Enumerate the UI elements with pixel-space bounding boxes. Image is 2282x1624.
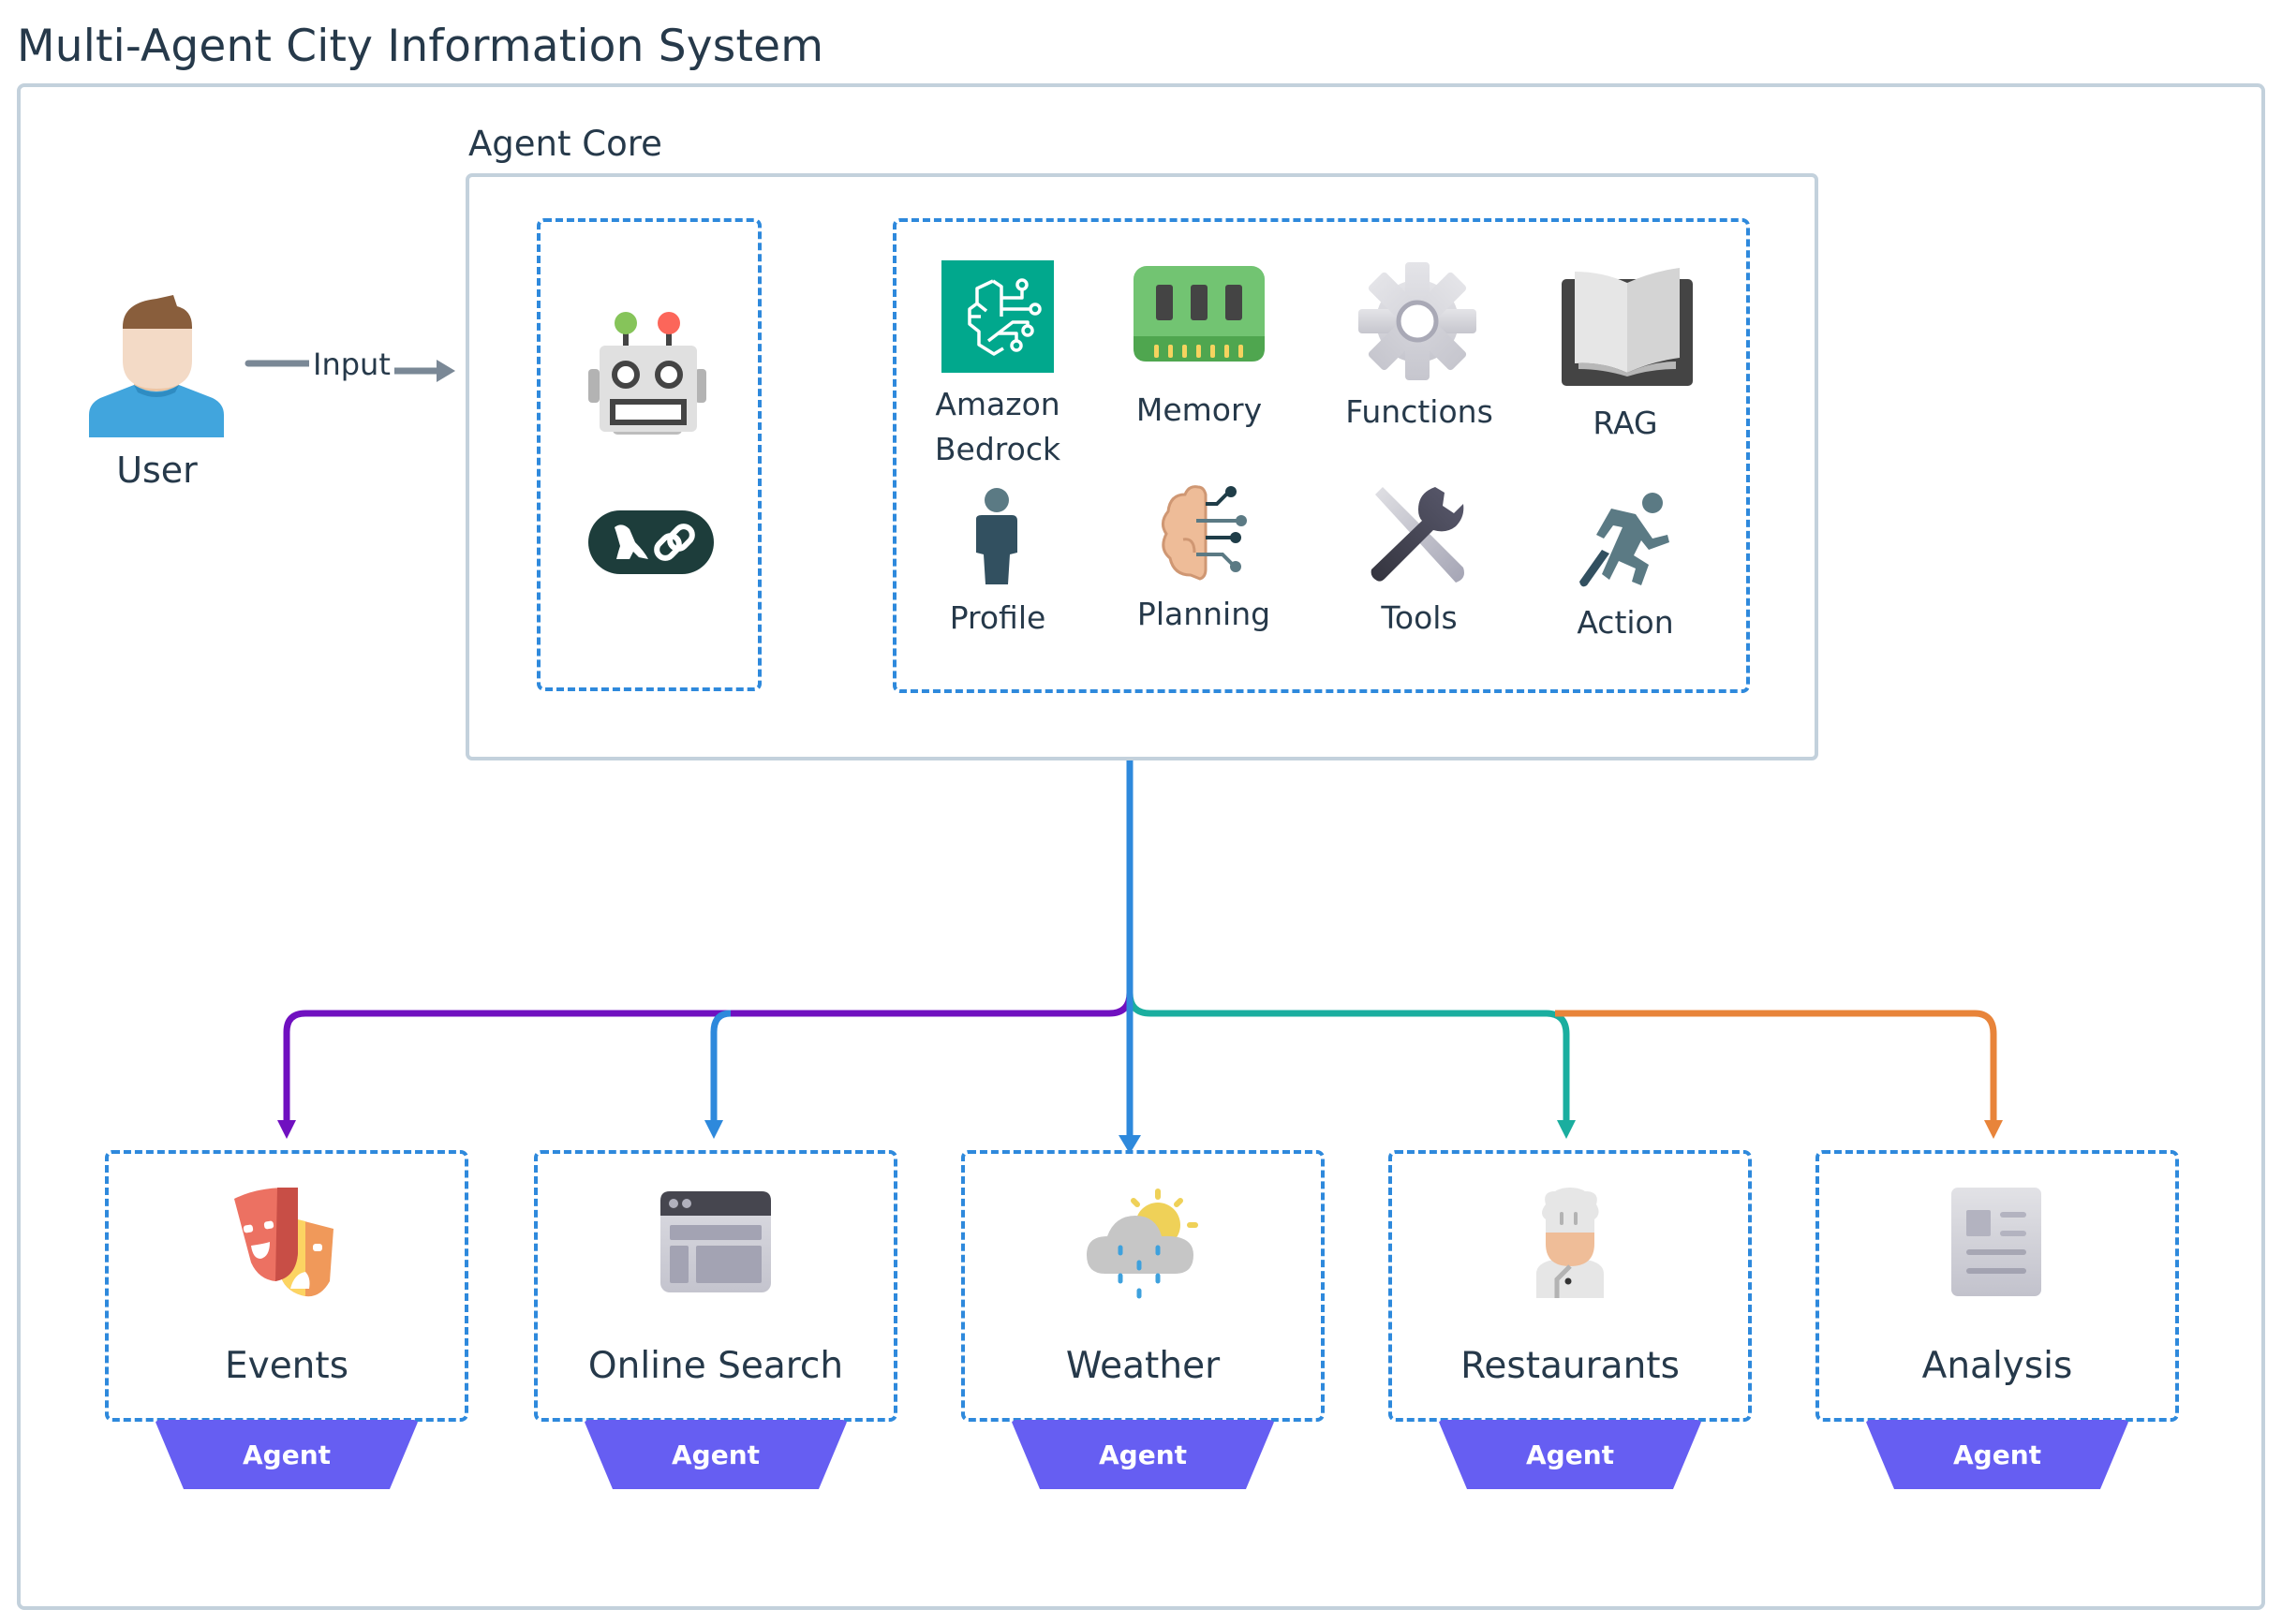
capability-label-action: Action (1577, 604, 1674, 641)
user-label: User (116, 450, 198, 491)
edge-events (283, 992, 1134, 1124)
agent-label-online-search: Online Search (587, 1345, 844, 1387)
agent-label-weather: Weather (1065, 1345, 1221, 1387)
capability-action[interactable] (1578, 492, 1671, 589)
capability-tools[interactable] (1370, 487, 1467, 584)
edge-restaurants (1126, 992, 1570, 1124)
agent-tag-weather: Agent (1011, 1420, 1275, 1489)
arrowhead-events (277, 1120, 296, 1139)
restaurants-icon-wrap (1525, 1188, 1615, 1298)
agent-core-label: Agent Core (468, 124, 662, 164)
bedrock-label-line2: Bedrock (934, 431, 1061, 467)
weather-icon-wrap (1087, 1188, 1199, 1300)
events-icon-wrap (230, 1188, 343, 1298)
edge-online-search (710, 1010, 732, 1124)
running-person-icon (1579, 493, 1669, 587)
agent-tag-online-search: Agent (584, 1420, 848, 1489)
agent-tag-restaurants: Agent (1438, 1420, 1702, 1489)
amazon-bedrock-icon (941, 260, 1054, 373)
user-avatar-icon (89, 295, 224, 437)
capabilities-group (893, 218, 1750, 693)
input-edge-label: Input (309, 347, 394, 382)
weather-cloud-sun-icon (1087, 1188, 1198, 1299)
gear-icon (1358, 262, 1476, 380)
agent-label-analysis: Analysis (1921, 1345, 2073, 1387)
capability-label-functions: Functions (1345, 393, 1493, 430)
framework-robot[interactable] (588, 311, 710, 438)
langchain-icon (588, 510, 714, 574)
wrench-screwdriver-icon (1371, 487, 1464, 583)
arrowhead-weather (1119, 1135, 1141, 1154)
document-icon (1951, 1188, 2041, 1296)
arrowhead-analysis (1984, 1120, 2003, 1139)
framework-langchain[interactable] (588, 510, 714, 576)
chef-icon (1536, 1188, 1604, 1298)
robot-icon (588, 312, 706, 435)
capability-label-tools: Tools (1381, 599, 1458, 636)
capability-label-profile: Profile (949, 599, 1046, 636)
diagram-title: Multi-Agent City Information System (17, 21, 824, 72)
frameworks-group (537, 218, 762, 691)
capability-label-planning: Planning (1136, 596, 1271, 632)
capability-planning[interactable] (1157, 485, 1251, 583)
agent-tag-analysis: Agent (1865, 1420, 2129, 1489)
agent-label-events: Events (224, 1345, 349, 1387)
capability-label-memory: Memory (1135, 391, 1263, 428)
capability-functions[interactable] (1358, 262, 1476, 380)
system-frame (17, 83, 2265, 1610)
brain-circuit-icon (1162, 485, 1247, 581)
capability-label-rag: RAG (1593, 405, 1658, 441)
book-icon (1562, 268, 1693, 386)
capability-label-amazon-bedrock: Amazon Bedrock (923, 382, 1073, 472)
input-arrowhead (437, 360, 455, 382)
bedrock-label-line1: Amazon (935, 386, 1060, 422)
person-icon (976, 488, 1017, 584)
arrowhead-restaurants (1557, 1120, 1576, 1139)
browser-window-icon (660, 1191, 771, 1292)
online-search-icon-wrap (660, 1191, 771, 1292)
capability-memory[interactable] (1134, 266, 1265, 363)
arrowhead-online-search (704, 1120, 723, 1139)
edge-analysis (1555, 1010, 1997, 1124)
agent-tag-events: Agent (155, 1420, 419, 1489)
capability-profile[interactable] (972, 487, 1021, 584)
user-node[interactable] (89, 295, 225, 437)
analysis-icon-wrap (1951, 1188, 2041, 1298)
capability-rag[interactable] (1562, 268, 1693, 388)
memory-chip-icon (1134, 266, 1265, 362)
agent-label-restaurants: Restaurants (1460, 1345, 1680, 1387)
capability-amazon-bedrock[interactable] (941, 260, 1054, 373)
theater-masks-icon (234, 1188, 333, 1297)
